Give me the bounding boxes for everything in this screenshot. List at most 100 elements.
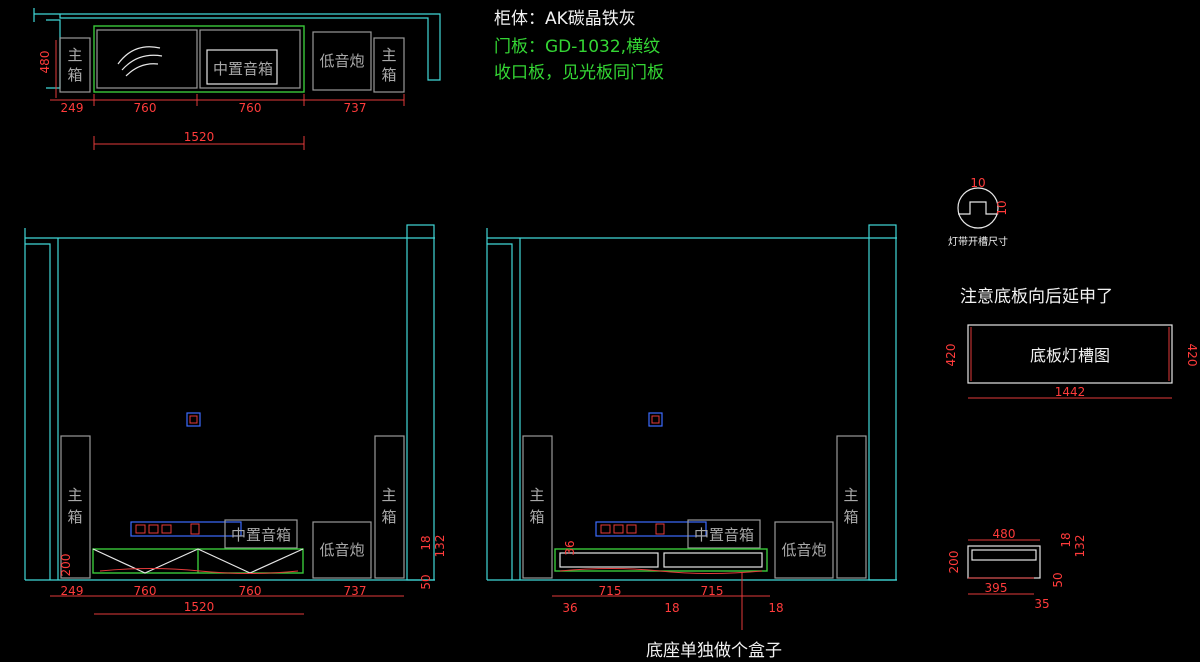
plan-dim-1520: 1520	[184, 130, 215, 144]
elev2-main-speaker-right	[836, 435, 867, 579]
elev2-subwoofer-label: 低音炮	[781, 541, 826, 559]
elev2-dim-18b: 18	[768, 601, 783, 615]
plan-dimensions: 249 760 760 737 1520 480	[38, 40, 405, 150]
elev2-left-column	[486, 228, 513, 580]
plan-center-speaker-label: 中置音箱	[213, 60, 273, 78]
elev2-center-speaker	[687, 519, 761, 549]
elev1-main-right-c1: 主	[381, 486, 396, 504]
plan-dim-249: 249	[61, 101, 84, 115]
base-groove-dim-1442: 1442	[1055, 385, 1086, 399]
elev2-socket-strip	[595, 521, 707, 537]
note-base-extend: 注意底板向后延申了	[960, 287, 1113, 307]
side-top-panel	[971, 549, 1037, 561]
elev2-drawer-right	[663, 552, 763, 568]
elev2-main-speaker-left	[522, 435, 553, 579]
elev1-dim-760a: 760	[134, 584, 157, 598]
elevation-left: 主 箱 主 箱 中置音箱 低音炮 249 760 760 737 1520 20…	[24, 224, 447, 615]
groove-detail: 10 10 灯带开槽尺寸	[948, 176, 1009, 248]
side-dim-35: 35	[1034, 597, 1049, 611]
elev1-left-column	[24, 228, 51, 580]
base-groove-dim-420-left: 420	[944, 344, 958, 367]
elev1-subwoofer	[312, 521, 372, 579]
elev2-socket-inner	[651, 415, 660, 424]
elev1-socket-icon	[186, 412, 201, 427]
elev1-door-open-marks	[92, 548, 304, 574]
elev2-socket-icon	[648, 412, 663, 427]
elev1-dim-737: 737	[344, 584, 367, 598]
groove-dim-10-side: 10	[995, 200, 1009, 215]
elev1-socket	[161, 524, 172, 534]
elev1-subwoofer-label: 低音炮	[319, 541, 364, 559]
plan-tv-cabinet	[93, 25, 305, 93]
plan-dim-480: 480	[38, 51, 52, 74]
elev2-right-column	[868, 224, 897, 581]
elev2-socket	[626, 524, 637, 534]
note-cabinet-material: 柜体：AK碳晶铁灰	[494, 9, 636, 29]
base-groove-dim-420-right: 420	[1185, 344, 1199, 367]
note-edge-panel: 收口板，见光板同门板	[494, 63, 664, 83]
elev2-drawer-left	[559, 552, 659, 568]
plan-center-speaker-box	[206, 49, 278, 85]
elev2-dim-36: 36	[562, 601, 577, 615]
groove-profile	[958, 201, 998, 215]
elevation-right: 主 箱 主 箱 中置音箱 低音炮 715 715 36 18 18 36	[486, 224, 897, 630]
plan-view: 主 箱 主 箱 中置音箱 低音炮 249 760 760 737 1520 48…	[33, 8, 441, 150]
plan-main-speaker-right	[373, 37, 405, 93]
side-dim-132: 132	[1073, 535, 1087, 558]
elev2-main-right-c1: 主	[843, 486, 858, 504]
plan-door-right	[199, 29, 301, 89]
plan-dim-760a: 760	[134, 101, 157, 115]
plan-door-logo-icon	[117, 46, 163, 77]
elev2-socket	[613, 524, 624, 534]
plan-dim-760b: 760	[239, 101, 262, 115]
plan-back-wall	[34, 13, 441, 81]
elev1-dim-18: 18	[419, 535, 433, 550]
plan-dim-737: 737	[344, 101, 367, 115]
elev2-dim-18a: 18	[664, 601, 679, 615]
plan-subwoofer	[312, 31, 372, 91]
base-groove-title: 底板灯槽图	[1030, 346, 1110, 365]
elev1-light-strip	[99, 568, 299, 574]
elev1-main-speaker-left	[60, 435, 91, 579]
elev1-socket	[190, 523, 200, 535]
side-dim-480: 480	[993, 527, 1016, 541]
side-section: 480 395 35 200 18 132 50	[947, 527, 1087, 611]
side-dim-200: 200	[947, 551, 961, 574]
note-base-box: 底座单独做个盒子	[646, 641, 782, 661]
elev1-socket	[135, 524, 146, 534]
note-door-panel: 门板：GD-1032,横纹	[494, 37, 660, 57]
elev2-main-left-c2: 箱	[529, 508, 544, 526]
side-dim-395: 395	[985, 581, 1008, 595]
base-groove-drawing: 底板灯槽图 1442 420 420	[944, 324, 1199, 399]
elev2-socket	[655, 523, 665, 535]
elev2-dim-715b: 715	[701, 584, 724, 598]
side-outline	[967, 545, 1041, 579]
elev2-base-box	[554, 548, 768, 572]
elev1-dim-200: 200	[59, 554, 73, 577]
elev1-dim-760b: 760	[239, 584, 262, 598]
elev2-main-left-c1: 主	[529, 486, 544, 504]
elev2-dim-715a: 715	[599, 584, 622, 598]
elev1-dim-249: 249	[61, 584, 84, 598]
plan-subwoofer-label: 低音炮	[319, 52, 364, 70]
elev1-center-speaker-label: 中置音箱	[231, 526, 291, 544]
plan-main-left-char2: 箱	[67, 66, 82, 84]
base-groove-outline	[967, 324, 1173, 384]
elev1-center-speaker	[224, 519, 298, 549]
elev1-main-left-c1: 主	[67, 486, 82, 504]
groove-dim-10-top: 10	[970, 176, 985, 190]
side-dim-50: 50	[1051, 572, 1065, 587]
elev1-dim-132: 132	[433, 535, 447, 558]
plan-main-right-char2: 箱	[381, 66, 396, 84]
elev1-main-left-c2: 箱	[67, 508, 82, 526]
elev2-light-strip	[559, 568, 763, 574]
elev1-main-speaker-right	[374, 435, 405, 579]
elev1-socket	[148, 524, 159, 534]
elev1-main-right-c2: 箱	[381, 508, 396, 526]
elev2-dim-36-side: 36	[563, 540, 577, 555]
side-dim-18: 18	[1059, 532, 1073, 547]
elev1-dim-50: 50	[419, 574, 433, 589]
plan-main-left-char1: 主	[67, 46, 82, 64]
elev1-right-column	[406, 224, 435, 581]
